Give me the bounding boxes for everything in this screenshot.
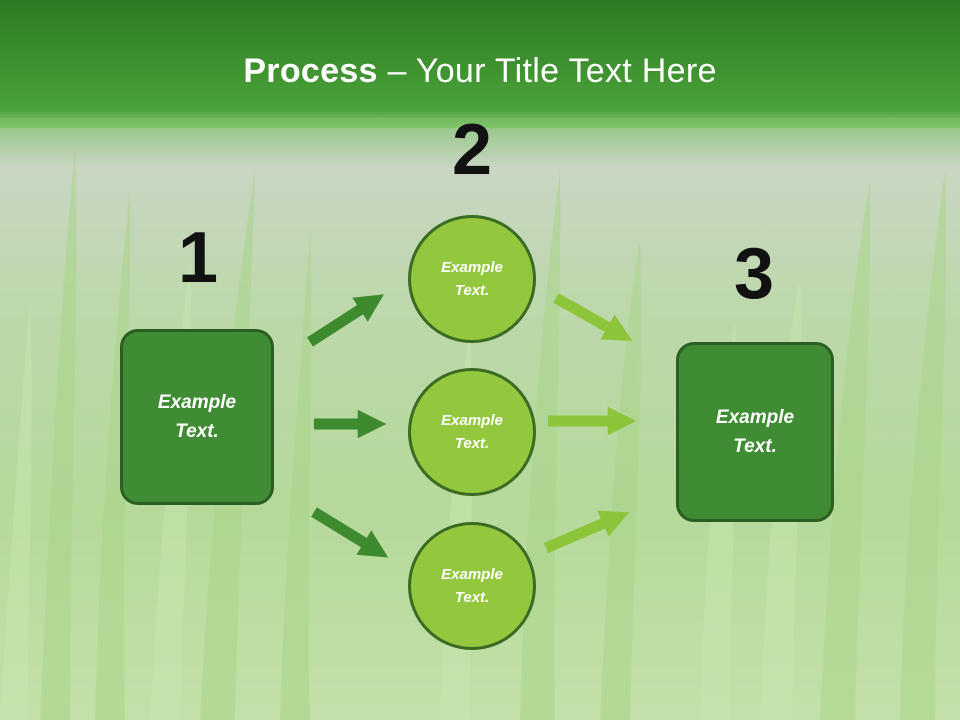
slide-title: Process – Your Title Text Here	[0, 52, 960, 91]
circle-middle: Example Text.	[408, 368, 536, 496]
circle-bottom-text: Example Text.	[441, 566, 503, 606]
title-rest: – Your Title Text Here	[377, 52, 717, 90]
circle-middle-text: Example Text.	[441, 412, 503, 452]
header-band	[0, 0, 960, 128]
header-fade	[0, 118, 960, 168]
left-process-box: Example Text.	[120, 329, 274, 505]
right-box-text: Example Text.	[715, 407, 795, 457]
circle-top: Example Text.	[408, 215, 536, 343]
arrow-bottom-to-right	[543, 510, 630, 554]
arrow-left-to-bottom	[311, 507, 389, 558]
arrow-left-to-top	[307, 294, 385, 347]
right-process-box: Example Text.	[676, 342, 834, 522]
title-bold: Process	[243, 52, 378, 90]
circle-top-text: Example Text.	[441, 259, 503, 299]
step-number-2: 2	[451, 110, 493, 190]
step-number-1: 1	[177, 218, 219, 298]
step-number-3: 3	[733, 234, 775, 314]
arrow-top-to-right	[553, 293, 633, 342]
circle-bottom: Example Text.	[408, 522, 536, 650]
left-box-text: Example Text.	[157, 392, 237, 442]
